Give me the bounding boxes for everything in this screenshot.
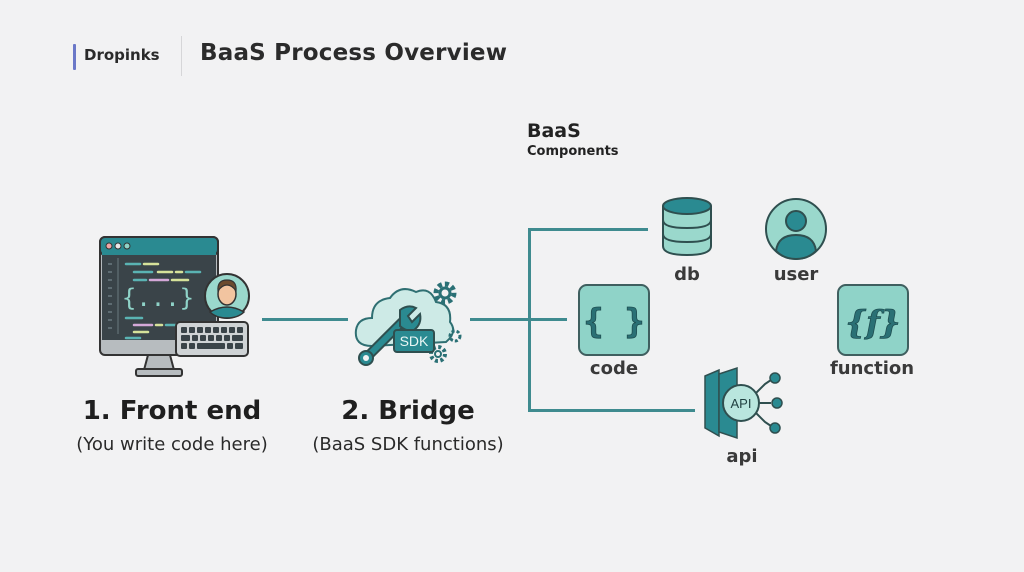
cloud-sdk-wrench-icon: SDK	[354, 281, 462, 366]
components-heading: BaaS	[527, 120, 581, 142]
components-subheading: Components	[527, 144, 619, 159]
stage-bridge-subtitle: (BaaS SDK functions)	[312, 434, 504, 455]
component-label-function: function	[829, 358, 915, 379]
function-icon: {f}	[837, 284, 909, 356]
component-label-code: code	[589, 358, 639, 379]
connector-vertical-trunk	[528, 228, 531, 412]
database-icon	[662, 197, 712, 257]
braces-icon: { }	[578, 284, 650, 356]
component-label-user: user	[773, 264, 819, 285]
connector-to-api	[528, 409, 695, 412]
wrench-icon	[358, 305, 422, 366]
developer-avatar	[204, 273, 250, 319]
api-icon: API	[704, 366, 783, 440]
code-braces-glyph: { }	[583, 302, 644, 342]
stage-bridge-title: 2. Bridge	[341, 396, 475, 426]
gear-icon	[433, 281, 457, 305]
gear-small-icon	[429, 329, 462, 363]
brand-accent-bar	[73, 44, 76, 70]
connector-frontend-bridge	[262, 318, 348, 321]
connector-bridge-components	[470, 318, 567, 321]
stage-frontend-subtitle: (You write code here)	[76, 434, 268, 455]
page-title: BaaS Process Overview	[200, 40, 508, 66]
user-icon	[765, 198, 827, 261]
function-glyph: {f}	[846, 303, 901, 341]
api-glyph: API	[731, 396, 752, 411]
monitor-code-icon: {...}	[99, 236, 250, 377]
sdk-badge	[393, 329, 435, 353]
code-glyph: {...}	[122, 284, 194, 312]
header-divider	[181, 36, 182, 76]
connector-to-db	[528, 228, 648, 231]
brand-name: Dropinks	[84, 46, 160, 64]
stage-frontend-title: 1. Front end	[82, 396, 262, 426]
component-label-api: api	[726, 446, 758, 467]
keyboard-icon	[175, 321, 249, 357]
sdk-badge-label: SDK	[400, 333, 429, 349]
component-label-db: db	[674, 264, 700, 285]
